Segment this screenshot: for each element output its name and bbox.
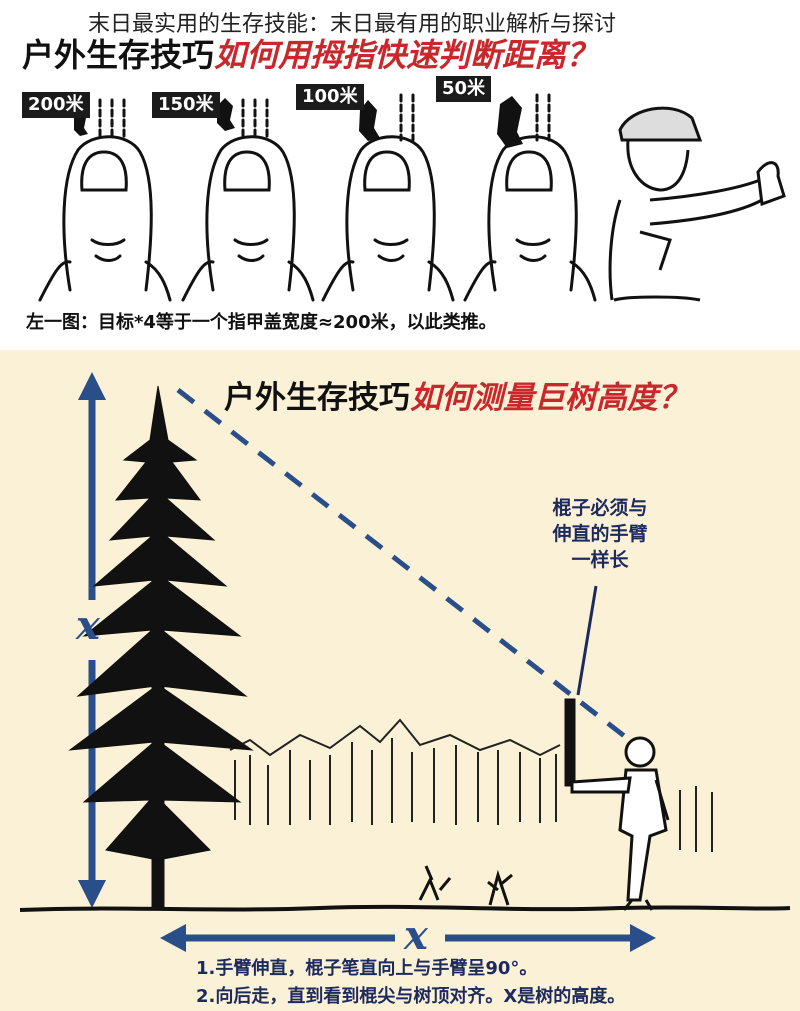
soldier-thumb-sighting <box>608 106 786 302</box>
stick-note-line-3: 一样长 <box>571 549 629 571</box>
tree-height-panel: 户外生存技巧如何测量巨树高度？ 棍子必须与 伸直的手臂 一样长 x x 1.手臂… <box>0 350 800 1011</box>
ground-line <box>19 904 791 912</box>
thumb-panel-heading: 户外生存技巧如何用拇指快速判断距离？ <box>22 30 598 76</box>
tree-panel-heading: 户外生存技巧如何测量巨树高度？ <box>224 372 689 417</box>
thumb-drawing-1 <box>38 98 172 302</box>
instruction-steps: 1.手臂伸直，棍子笔直向上与手臂呈90°。 2.向后走，直到看到棍尖与树顶对齐。… <box>196 955 625 1011</box>
person-with-stick <box>564 698 670 911</box>
thumb-distance-panel: 末日最实用的生存技能：末日最有用的职业解析与探讨 户外生存技巧如何用拇指快速判断… <box>0 0 800 350</box>
step-2: 2.向后走，直到看到棍尖与树顶对齐。X是树的高度。 <box>196 986 626 1007</box>
stick-note-line-2: 伸直的手臂 <box>552 523 648 545</box>
distant-forest <box>229 718 713 852</box>
thumb-heading-black: 户外生存技巧 <box>22 36 215 74</box>
note-pointer <box>576 585 598 696</box>
stick-note-line-1: 棍子必须与 <box>552 497 648 519</box>
tree-heading-black: 户外生存技巧 <box>224 380 410 416</box>
thumb-drawing-3 <box>321 93 455 302</box>
target-silhouettes <box>74 96 523 148</box>
overlay-title: 末日最实用的生存技能：末日最有用的职业解析与探讨 <box>88 12 617 37</box>
tall-tree <box>68 385 254 911</box>
distance-x-label: x <box>404 912 428 959</box>
distance-label-100: 100米 <box>296 84 364 110</box>
thumb-caption: 左一图：目标*4等于一个指甲盖宽度≈200米，以此类推。 <box>26 312 497 333</box>
stick-length-note: 棍子必须与 伸直的手臂 一样长 <box>535 495 665 573</box>
ground-shrubs <box>418 865 513 906</box>
distance-label-200: 200米 <box>22 92 90 118</box>
tree-heading-red: 如何测量巨树高度？ <box>410 380 689 416</box>
height-x-label: x <box>76 602 100 649</box>
ground-arrow <box>160 924 656 952</box>
thumb-heading-red: 如何用拇指快速判断距离？ <box>214 36 599 74</box>
overlay-title-bar: 末日最实用的生存技能：末日最有用的职业解析与探讨 <box>0 0 800 37</box>
tree-height-illustration <box>19 372 791 952</box>
sight-line <box>176 388 634 744</box>
thumb-illustrations <box>38 93 786 302</box>
thumb-drawing-2 <box>181 98 315 302</box>
step-1: 1.手臂伸直，棍子笔直向上与手臂呈90°。 <box>196 958 538 979</box>
distance-label-150: 150米 <box>152 92 220 118</box>
thumb-drawing-4 <box>463 93 597 302</box>
height-arrow <box>78 372 106 908</box>
distance-label-50: 50米 <box>436 76 492 102</box>
